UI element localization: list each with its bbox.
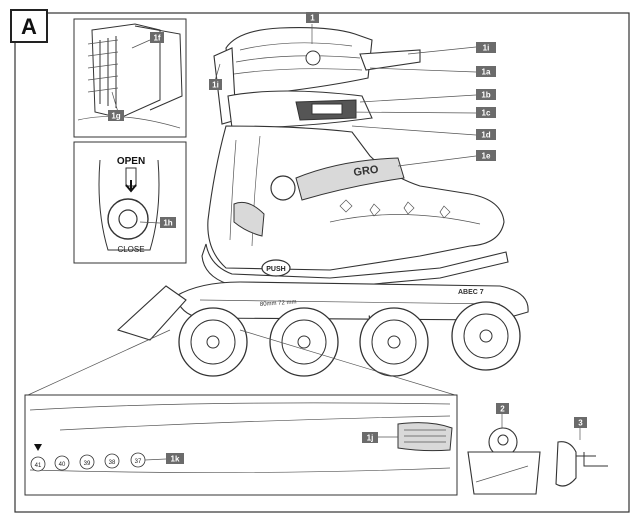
inset-lock: OPEN CLOSE xyxy=(73,141,187,264)
size-strip: 41 40 39 38 37 xyxy=(24,394,458,496)
callout-1a: 1a xyxy=(476,66,496,77)
size-marker: 39 xyxy=(84,461,91,467)
callout-1c: 1c xyxy=(476,107,496,118)
callout-1d: 1d xyxy=(476,129,496,140)
leader-lines xyxy=(111,24,477,224)
figure-label-box: A xyxy=(10,9,48,43)
inline-skate: GRO PUSH 80mm 72 mm ABEC 7 W7 xyxy=(116,27,529,377)
push-button-graphic: PUSH xyxy=(261,259,291,277)
svg-text:1b: 1b xyxy=(481,91,490,100)
abec-text: ABEC 7 xyxy=(458,289,484,296)
callout-1g: 1g xyxy=(108,110,124,121)
svg-text:1a: 1a xyxy=(482,68,491,77)
figure-label: A xyxy=(21,14,37,39)
callout-1e: 1e xyxy=(476,150,496,161)
svg-text:1: 1 xyxy=(310,14,315,23)
svg-text:1d: 1d xyxy=(481,131,490,140)
zoom-line xyxy=(27,329,171,396)
frame-text: 80mm 72 mm xyxy=(260,299,297,308)
size-marker: 38 xyxy=(109,460,116,466)
svg-text:1i: 1i xyxy=(212,81,219,90)
zoom-line xyxy=(239,329,456,396)
svg-text:1j: 1j xyxy=(367,434,374,443)
callout-1b: 1b xyxy=(476,89,496,100)
callout-1h: 1h xyxy=(160,217,176,228)
svg-text:1i: 1i xyxy=(483,44,490,53)
size-marker: 40 xyxy=(59,462,66,468)
inset-buckle xyxy=(73,18,187,138)
svg-text:2: 2 xyxy=(500,405,505,414)
push-text: PUSH xyxy=(266,266,285,273)
callout-1k: 1k xyxy=(166,453,184,464)
wheels xyxy=(178,301,521,377)
svg-text:1f: 1f xyxy=(153,34,160,43)
svg-text:1e: 1e xyxy=(482,152,491,161)
size-marker: 37 xyxy=(135,459,142,465)
wheel-size-markers: 41 40 39 38 37 xyxy=(30,452,146,472)
svg-text:1h: 1h xyxy=(163,219,172,228)
svg-text:1c: 1c xyxy=(482,109,491,118)
outer-frame xyxy=(14,12,630,513)
svg-text:1g: 1g xyxy=(111,112,120,121)
lock-close-text: CLOSE xyxy=(117,245,144,254)
lock-open-text: OPEN xyxy=(117,156,145,167)
callout-3: 3 xyxy=(574,417,587,428)
callout-2: 2 xyxy=(496,403,509,414)
callout-1j: 1j xyxy=(362,432,378,443)
svg-text:3: 3 xyxy=(578,419,583,428)
callout-1i-small: 1i xyxy=(209,79,222,90)
item-3-tool xyxy=(555,428,608,487)
item-2-tool xyxy=(467,414,541,495)
callout-1: 1 xyxy=(306,12,319,23)
callout-1f: 1f xyxy=(150,32,164,43)
svg-text:1k: 1k xyxy=(171,455,180,464)
size-marker: 41 xyxy=(35,463,42,469)
callout-1i: 1i xyxy=(476,42,496,53)
brand-text: GRO xyxy=(353,164,380,179)
